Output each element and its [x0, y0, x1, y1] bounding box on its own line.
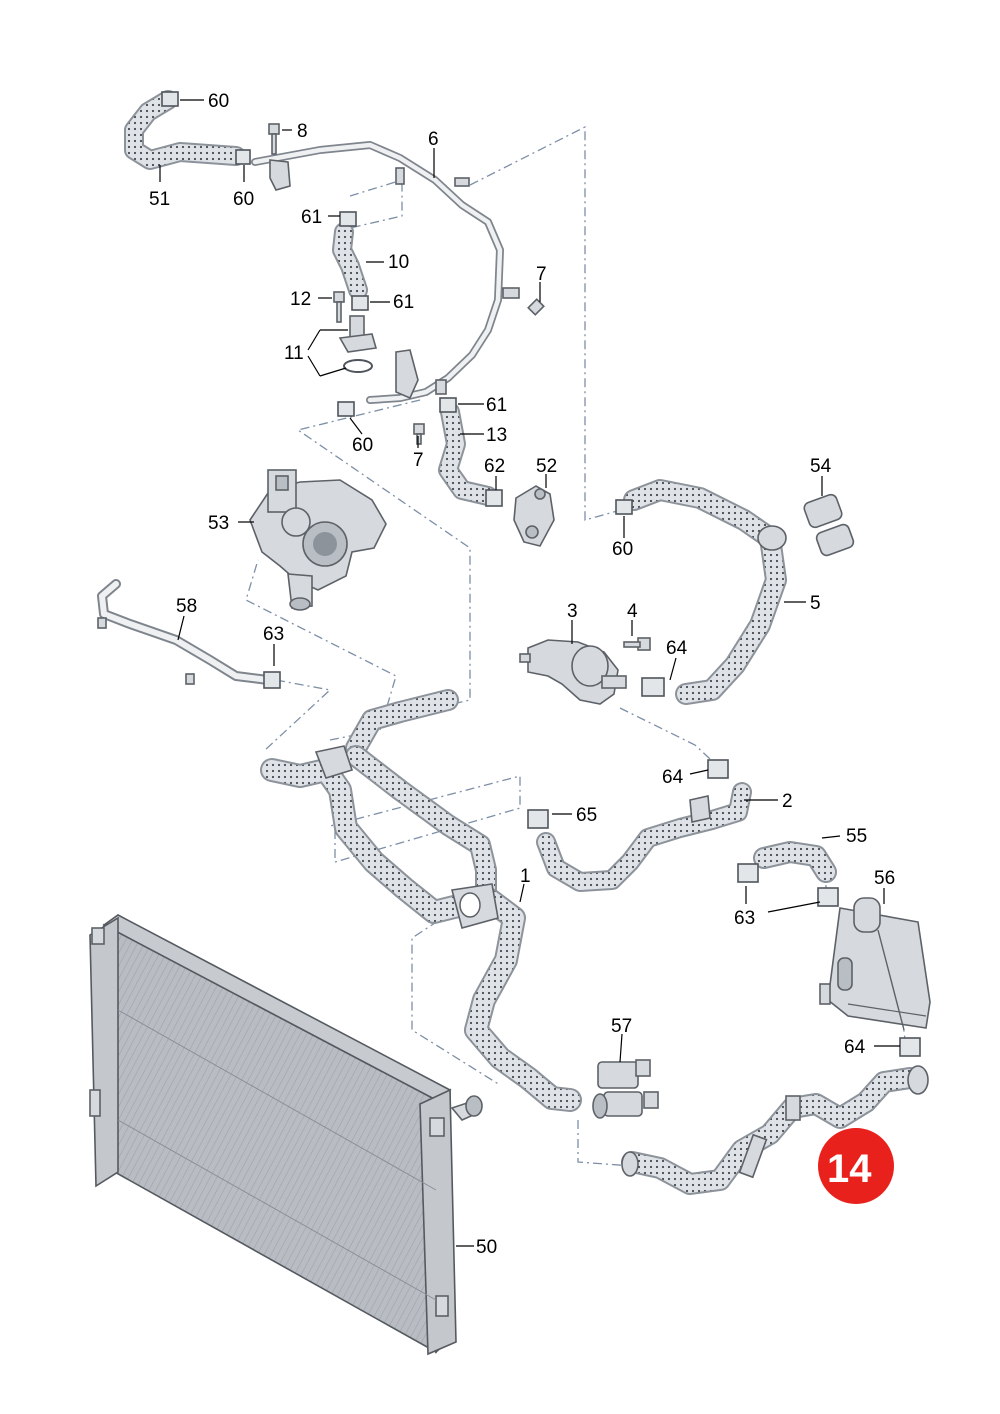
label-12: 12	[290, 289, 311, 310]
label-60: 60	[233, 189, 254, 210]
highlight-badge-14[interactable]: 14	[818, 1128, 894, 1204]
hose-51[interactable]	[124, 90, 246, 170]
label-2: 2	[782, 791, 793, 812]
label-4: 4	[627, 601, 638, 622]
label-61: 61	[301, 207, 322, 228]
label-5: 5	[810, 593, 821, 614]
connectors-54[interactable]	[803, 493, 856, 557]
part-labels: 60 51 60 8 6 61 10 12 61 11 7 61 13 60 7…	[149, 91, 895, 1258]
label-7: 7	[413, 450, 424, 471]
pipe-58[interactable]	[97, 579, 273, 685]
label-13: 13	[486, 425, 507, 446]
leader-lines	[159, 99, 900, 1247]
radiator[interactable]	[89, 914, 483, 1356]
coolant-pipe[interactable]	[251, 141, 520, 404]
hose-10[interactable]	[332, 222, 368, 300]
label-63: 63	[263, 624, 284, 645]
label-65: 65	[576, 805, 597, 826]
label-1: 1	[520, 866, 531, 887]
label-64: 64	[666, 638, 688, 659]
thermostat-housing-11[interactable]	[338, 315, 378, 373]
sensor-52[interactable]	[513, 485, 555, 547]
label-62: 62	[484, 456, 505, 477]
label-60: 60	[208, 91, 229, 112]
label-53: 53	[208, 513, 229, 534]
label-11: 11	[284, 343, 304, 364]
hose-5[interactable]	[623, 479, 787, 705]
label-61: 61	[486, 395, 507, 416]
label-61: 61	[393, 292, 414, 313]
label-52: 52	[536, 456, 557, 477]
highlight-badge-text: 14	[827, 1147, 872, 1191]
hose-13[interactable]	[438, 402, 498, 506]
clamps	[161, 91, 921, 1057]
coolant-pump[interactable]	[249, 469, 387, 611]
label-10: 10	[388, 252, 409, 273]
label-63: 63	[734, 908, 755, 929]
label-58: 58	[176, 596, 197, 617]
bolts	[268, 123, 651, 651]
label-64: 64	[662, 767, 684, 788]
hose-1[interactable]	[260, 689, 582, 1112]
label-55: 55	[846, 826, 867, 847]
label-3: 3	[567, 601, 578, 622]
oil-cooler-56[interactable]	[819, 897, 931, 1031]
label-57: 57	[611, 1016, 632, 1037]
label-54: 54	[810, 456, 832, 477]
label-50: 50	[476, 1237, 497, 1258]
label-56: 56	[874, 868, 895, 889]
label-60: 60	[612, 539, 633, 560]
label-60: 60	[352, 435, 373, 456]
label-8: 8	[297, 121, 308, 142]
hose-14-highlighted[interactable]	[621, 1065, 929, 1195]
label-51: 51	[149, 189, 170, 210]
label-7: 7	[536, 264, 547, 285]
pump-3[interactable]	[519, 639, 627, 705]
label-6: 6	[428, 129, 439, 150]
valve-57[interactable]	[592, 1059, 659, 1119]
label-64: 64	[844, 1037, 866, 1058]
hose-55[interactable]	[753, 841, 837, 883]
hose-2[interactable]	[536, 782, 752, 892]
